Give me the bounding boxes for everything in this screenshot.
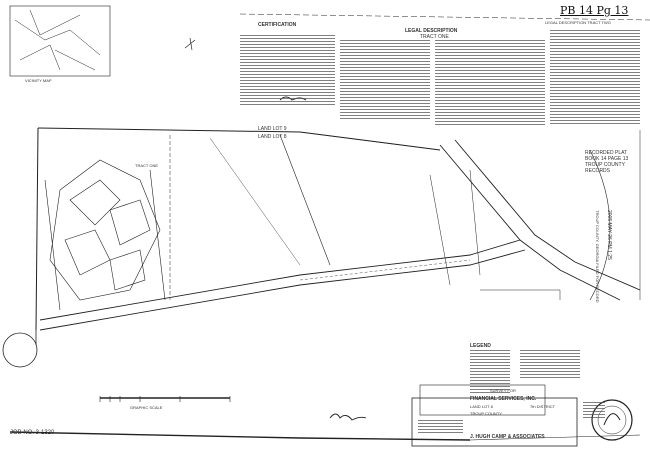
surveyor-note-text xyxy=(583,402,605,420)
filed-stamp: TROUP COUNTY, GEORGIA FILED FOR RECORD xyxy=(595,210,600,303)
district-title: 7th DISTRICT xyxy=(530,404,556,409)
surveyor-name: J. HUGH CAMP & ASSOCIATES xyxy=(470,434,545,440)
legend-items xyxy=(470,350,510,395)
legal-description-tract-one-text xyxy=(435,40,545,125)
graphic-scale-label: GRAPHIC SCALE xyxy=(130,405,163,410)
owner-certificate-text xyxy=(418,420,463,435)
vicinity-map-frame xyxy=(9,5,111,77)
north-arrow-icon xyxy=(184,37,196,51)
title-block-frame xyxy=(411,397,578,447)
surveyor-seal xyxy=(591,399,633,441)
plat-book-reference: PB 14 Pg 13 xyxy=(560,4,629,17)
certification-heading: CERTIFICATION xyxy=(258,22,297,28)
tract-one-heading: TRACT ONE xyxy=(420,34,449,40)
vicinity-map-label: VICINITY MAP xyxy=(25,78,52,83)
legal-description-heading: LEGAL DESCRIPTION xyxy=(405,28,458,34)
land-lot-9-label: LAND LOT 9 xyxy=(258,126,287,132)
legal-description-tract-two-heading: LEGAL DESCRIPTION TRACT TWO xyxy=(545,20,611,25)
filed-datetime: 2005 MAY 26 PM 1:25 xyxy=(606,210,612,260)
land-lot-8-label: LAND LOT 8 xyxy=(258,134,287,140)
tract-one-map-label: TRACT ONE xyxy=(135,163,159,168)
legal-description-tract-two-text xyxy=(550,30,640,125)
certification-text xyxy=(240,35,335,105)
job-number: JOB NO. 3-1320 xyxy=(10,430,55,436)
land-lot-title: LAND LOT 8 xyxy=(470,404,493,409)
legal-description-text xyxy=(340,40,430,120)
recorded-stamp: RECORDED PLAT BOOK 14 PAGE 13 TROUP COUN… xyxy=(585,150,629,174)
client-name: FINANCIAL SERVICES, INC. xyxy=(470,396,537,402)
notes-text xyxy=(520,350,580,380)
legend-heading: LEGEND xyxy=(470,343,491,349)
county-title: TROUP COUNTY xyxy=(470,411,502,416)
survey-for-label: SURVEY FOR xyxy=(490,388,516,393)
